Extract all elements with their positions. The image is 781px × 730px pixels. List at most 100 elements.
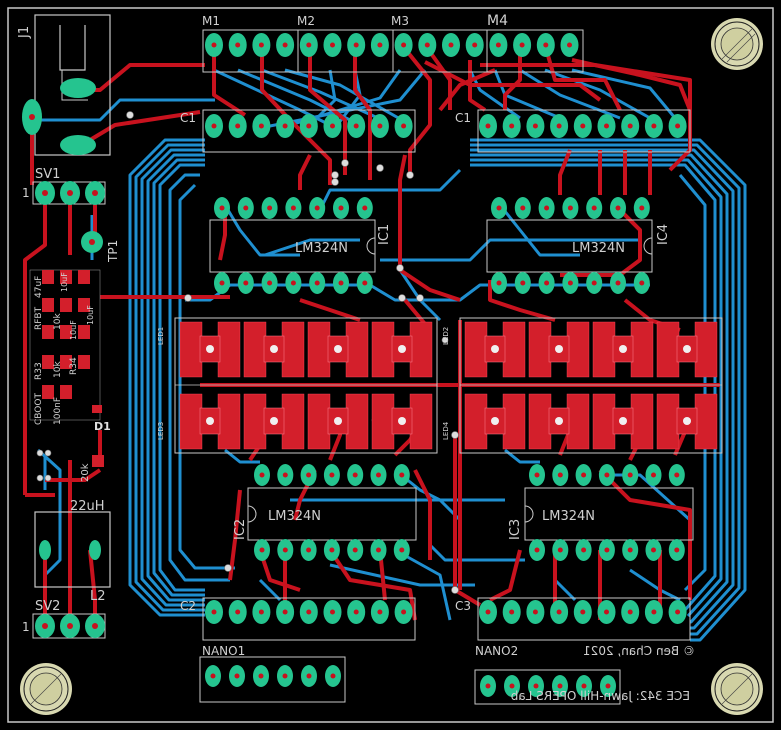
- mpads-pad-hole: [424, 42, 430, 48]
- ic4pads-pad-hole: [520, 205, 526, 211]
- led-via: [334, 417, 342, 425]
- led-smd-pad: [630, 393, 654, 450]
- ic2pads-pad-hole: [306, 472, 312, 478]
- ic2pads-pad-hole: [306, 547, 312, 553]
- led-via: [491, 417, 499, 425]
- led-smd-pad: [656, 321, 680, 378]
- mpads-pad-hole: [567, 42, 572, 48]
- ic4pads-pad-hole: [639, 280, 645, 286]
- ic1pads-pad-hole: [338, 280, 344, 286]
- ic1pads-pad-hole: [267, 205, 273, 211]
- c1lpads-pad-hole: [235, 123, 241, 129]
- led-via: [398, 417, 406, 425]
- ic3-lm324: LM324N IC3: [508, 464, 694, 561]
- c1-right-label: C1: [455, 111, 471, 125]
- c2pads-pad-hole: [258, 609, 264, 615]
- led-via: [555, 417, 563, 425]
- led-smd-pad: [409, 393, 433, 450]
- led-smd-pad: [528, 321, 552, 378]
- nano2-header: NANO2: [474, 644, 621, 705]
- r33-label: R33: [34, 362, 44, 380]
- led-smd-pad: [371, 393, 395, 450]
- mounting-hole-bottom-left: [20, 663, 72, 715]
- c1-left-label: C1: [180, 111, 196, 125]
- led-smd-pad: [307, 393, 331, 450]
- l1-value-label: 22uH: [70, 499, 105, 514]
- rfbt-label: RFBT: [34, 306, 44, 330]
- n1pads-pad-hole: [258, 673, 264, 679]
- mpads-pad-hole: [258, 42, 264, 48]
- ic1pads-pad-hole: [243, 280, 249, 286]
- v100nf-label: 100nF: [53, 397, 63, 425]
- led-smd-pad: [566, 321, 590, 378]
- ic3pads-pad-hole: [651, 547, 656, 553]
- led-via: [398, 345, 406, 353]
- led-smd-pad: [566, 393, 590, 450]
- nano1-label: NANO1: [202, 644, 245, 658]
- ic3pads-pad-hole: [604, 547, 610, 553]
- ic1pads-pad-hole: [290, 280, 296, 286]
- n2pads-pad-hole: [533, 683, 539, 689]
- ic1pads-pad-hole: [243, 205, 249, 211]
- ic3pads-pad-hole: [627, 472, 633, 478]
- n2pads-pad-hole: [557, 683, 563, 689]
- c3pads-pad-hole: [604, 609, 609, 615]
- l2-inductor: 22uH L2: [34, 499, 111, 604]
- mpads-pad-hole: [472, 42, 478, 48]
- ic3pads-pad-hole: [534, 472, 540, 478]
- mpads-pad-hole: [282, 42, 288, 48]
- ic3pads-pad-hole: [557, 472, 563, 478]
- led-smd-pad: [281, 393, 305, 450]
- j1-label: J1: [17, 26, 32, 39]
- led-smd-pad: [179, 393, 203, 450]
- footer-text: ECE 342: Jawn-Hill OPERS Lab: [511, 689, 690, 703]
- sv2-pin1: 1: [22, 620, 30, 634]
- led-smd-pad: [217, 321, 241, 378]
- sv2-label: SV2: [35, 599, 60, 614]
- ic1pads-pad-hole: [219, 280, 225, 286]
- c2pads-pad-hole: [306, 609, 312, 615]
- ic1pads-pad-hole: [290, 205, 296, 211]
- ic1pads-pad-hole: [314, 205, 320, 211]
- ic4-label: IC4: [656, 224, 671, 245]
- led-array-left: LED1 LED3: [157, 317, 438, 454]
- n1pads-pad-hole: [282, 673, 288, 679]
- ic2pads-pad-hole: [399, 547, 405, 553]
- l2-label: L2: [90, 589, 106, 604]
- n1pads-pad-hole: [330, 673, 336, 679]
- ic4pads-pad-hole: [615, 205, 621, 211]
- ic2pads-pad-hole: [282, 547, 288, 553]
- mpads-pad-hole: [495, 42, 501, 48]
- v47uf-label: 47uF: [34, 276, 44, 298]
- led-via: [555, 345, 563, 353]
- n2pads-pad-hole: [509, 683, 515, 689]
- mpads-pad-hole: [401, 42, 407, 48]
- ic4pads-pad-hole: [496, 280, 502, 286]
- ic3-part-label: LM324N: [542, 509, 595, 524]
- sv1-label: SV1: [35, 167, 60, 182]
- c2pads-pad-hole: [401, 609, 407, 615]
- ic4pads-pad-hole: [567, 205, 573, 211]
- ic2pads-pad-hole: [259, 547, 265, 553]
- mpads-pad-hole: [448, 42, 454, 48]
- led-smd-pad: [345, 321, 369, 378]
- v10uf-a-label: 10uF: [60, 272, 69, 292]
- c1lpads-pad-hole: [211, 123, 217, 129]
- led-smd-pad: [592, 393, 616, 450]
- ic3pads-pad-hole: [651, 472, 656, 478]
- v10uf-b-label: 10uF: [69, 320, 78, 340]
- led-via: [334, 345, 342, 353]
- c2pads-pad-hole: [211, 609, 217, 615]
- led-smd-pad: [502, 321, 526, 378]
- led-via: [491, 345, 499, 353]
- c3pads-pad-hole: [675, 609, 681, 615]
- c1rpads-pad-hole: [651, 123, 657, 129]
- led-smd-pad: [371, 321, 395, 378]
- led-smd-pad: [243, 393, 267, 450]
- c3pads-pad-hole: [651, 609, 657, 615]
- c1rpads-pad-hole: [604, 123, 609, 129]
- led-smd-pad: [409, 321, 433, 378]
- copyright-text: © Ben Chan, 2021: [583, 644, 695, 658]
- c1lpads-pad-hole: [282, 123, 288, 129]
